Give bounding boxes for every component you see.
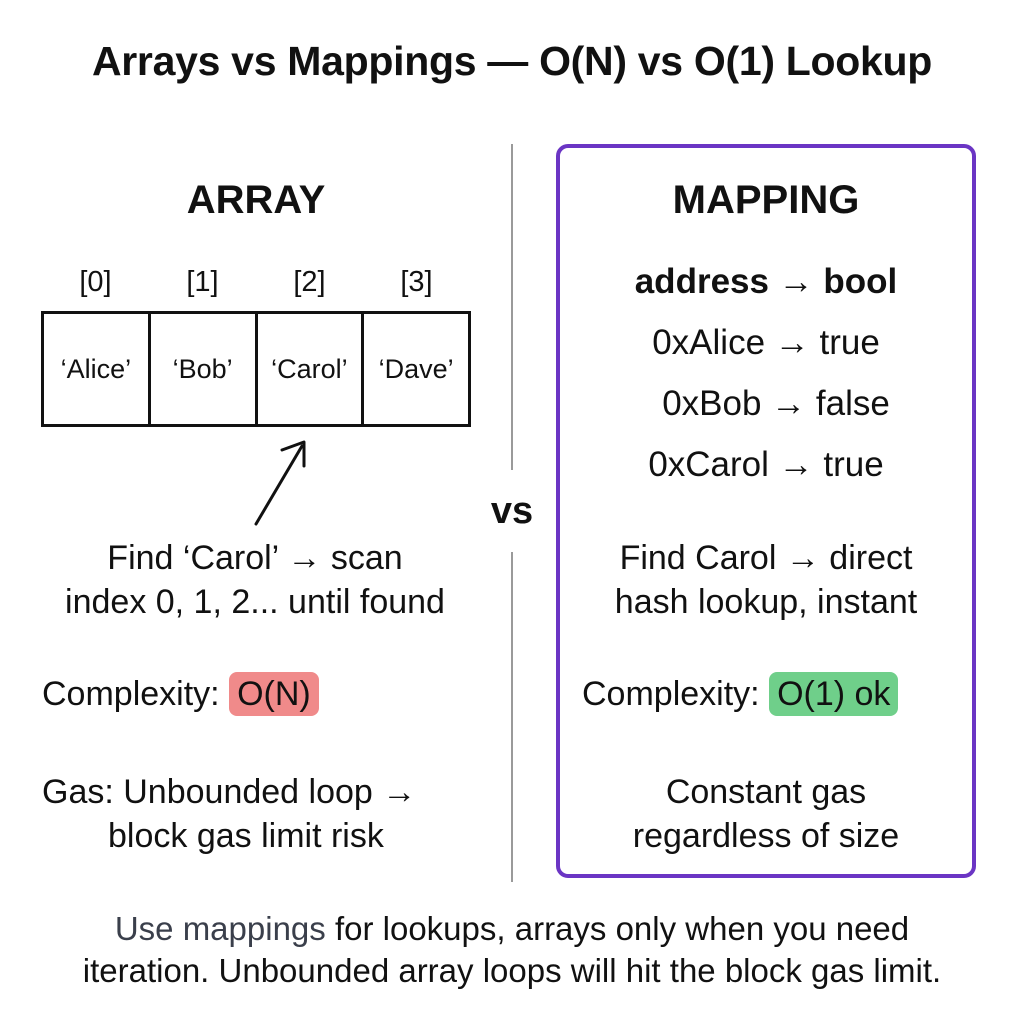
array-find-text: Find ‘Carol’ → scan index 0, 1, 2... unt… bbox=[20, 536, 490, 624]
array-index-0: [0] bbox=[79, 266, 112, 298]
mapping-find-line1: Find Carol → direct bbox=[619, 539, 913, 577]
mapping-gas-line1: Constant gas bbox=[665, 773, 867, 811]
array-cells: ‘Alice’ ‘Bob’ ‘Carol’ ‘Dave’ bbox=[41, 311, 471, 427]
array-cell-bob: ‘Bob’ bbox=[151, 314, 258, 424]
array-heading: ARRAY bbox=[186, 178, 326, 222]
array-gas-line1: Gas: Unbounded loop → bbox=[42, 773, 417, 811]
mapping-complexity-badge: O(1) ok bbox=[769, 672, 899, 716]
array-complexity: Complexity: O(N) bbox=[42, 672, 502, 716]
array-cell-dave: ‘Dave’ bbox=[378, 353, 454, 384]
array-cell-alice: ‘Alice’ bbox=[44, 314, 151, 424]
array-gas-note: Gas: Unbounded loop → block gas limit ri… bbox=[42, 770, 502, 858]
array-index-3: [3] bbox=[400, 266, 433, 298]
array-gas-line2: block gas limit risk bbox=[108, 817, 384, 855]
footer-line1: Use mappings for lookups, arrays only wh… bbox=[0, 908, 1024, 950]
mapping-entry-alice: 0xAlice → true bbox=[652, 323, 880, 362]
mapping-entry-carol: 0xCarol → true bbox=[648, 445, 884, 484]
pointer-arrow-icon bbox=[254, 440, 306, 526]
mapping-entry-bob: 0xBob → false bbox=[662, 384, 890, 423]
array-complexity-label: Complexity: bbox=[42, 675, 220, 713]
footer-line2: iteration. Unbounded array loops will hi… bbox=[82, 952, 942, 989]
array-index-1: [1] bbox=[186, 266, 219, 298]
divider-bottom bbox=[511, 552, 513, 882]
footer-line1-rest: for lookups, arrays only when you need bbox=[325, 910, 910, 947]
mapping-complexity: Complexity: O(1) ok bbox=[582, 672, 972, 716]
array-index-2: [2] bbox=[293, 266, 326, 298]
mapping-gas-note: Constant gas regardless of size bbox=[556, 770, 976, 858]
mapping-panel bbox=[556, 144, 976, 878]
vs-label: vs bbox=[490, 490, 534, 532]
footer-note: Use mappings for lookups, arrays only wh… bbox=[0, 908, 1024, 992]
array-complexity-badge: O(N) bbox=[229, 672, 319, 716]
footer-highlight: Use mappings bbox=[114, 910, 326, 947]
divider-top bbox=[511, 144, 513, 470]
mapping-type-line: address → bool bbox=[634, 262, 898, 301]
array-cell-carol: ‘Carol’ bbox=[258, 314, 365, 424]
page-title: Arrays vs Mappings — O(N) vs O(1) Lookup bbox=[91, 38, 933, 84]
mapping-find-line2: hash lookup, instant bbox=[614, 583, 918, 621]
array-find-line1: Find ‘Carol’ → scan bbox=[107, 539, 403, 577]
mapping-heading: MAPPING bbox=[672, 178, 860, 222]
mapping-gas-line2: regardless of size bbox=[632, 817, 900, 855]
mapping-find-text: Find Carol → direct hash lookup, instant bbox=[556, 536, 976, 624]
array-find-line2: index 0, 1, 2... until found bbox=[65, 583, 445, 621]
mapping-complexity-label: Complexity: bbox=[582, 675, 760, 713]
